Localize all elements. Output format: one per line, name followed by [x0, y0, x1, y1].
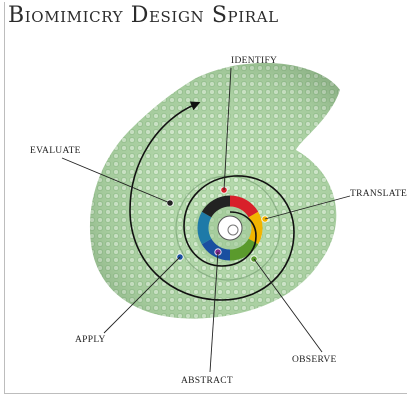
- label-identify: IDENTIFY: [231, 56, 277, 66]
- label-abstract: ABSTRACT: [181, 376, 233, 386]
- label-apply: APPLY: [75, 335, 106, 345]
- label-translate: TRANSLATE: [350, 189, 407, 199]
- label-evaluate: EVALUATE: [30, 146, 81, 156]
- label-observe: OBSERVE: [292, 355, 337, 365]
- shell-illustration: [90, 63, 340, 319]
